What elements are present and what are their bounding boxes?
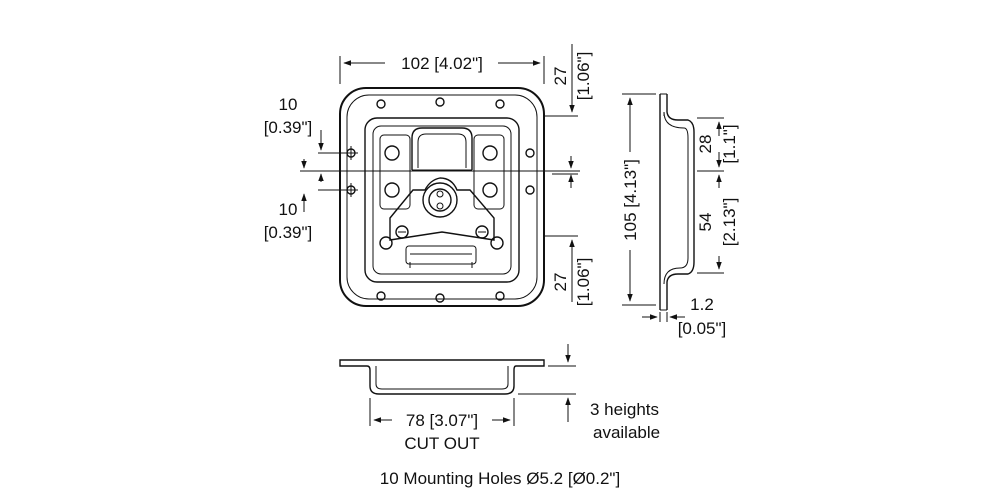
side-view: 105 [4.13"] 28 [1.1"] 54 [2.13"] 1.2 [0.… [621, 93, 739, 338]
top-offset-in: [1.06"] [574, 52, 593, 101]
side-profile [659, 94, 695, 310]
heights-note-line2: available [593, 423, 660, 442]
flange-inner-edge [346, 94, 538, 300]
bottom-offset-in: [1.06"] [574, 258, 593, 307]
top-offset-mm: 27 [551, 67, 570, 86]
hole-lower-mm: 10 [279, 200, 298, 219]
thickness-in: [0.05"] [678, 319, 727, 338]
width-dimension: 102 [4.02"] [401, 54, 483, 73]
mounting-holes-note: 10 Mounting Holes Ø5.2 [Ø0.2"] [380, 469, 620, 488]
bottom-view: 78 [3.07"] CUT OUT 3 heights available [339, 344, 660, 453]
bottom-profile [339, 359, 545, 395]
hole-upper-in: [0.39"] [264, 118, 313, 137]
handle-boss [422, 182, 458, 218]
side-upper-mm: 28 [696, 135, 715, 154]
mounting-hole [495, 99, 505, 109]
side-lower-mm: 54 [696, 213, 715, 232]
cutout-label: CUT OUT [404, 434, 479, 453]
side-upper-in: [1.1"] [720, 124, 739, 163]
side-height-dimension: 105 [4.13"] [621, 159, 640, 241]
mounting-hole [376, 291, 386, 301]
latch-mechanism [379, 127, 505, 268]
thickness-mm: 1.2 [690, 295, 714, 314]
heights-note-line1: 3 heights [590, 400, 659, 419]
mounting-hole [376, 99, 386, 109]
outer-flange [339, 87, 545, 307]
front-view: 102 [4.02"] 27 [1.06"] 27 [1.06"] 10 [0.… [264, 44, 593, 307]
hole-upper-mm: 10 [279, 95, 298, 114]
mounting-hole [435, 293, 445, 303]
dish-outline [364, 117, 520, 283]
mounting-hole [525, 185, 535, 195]
mounting-holes [344, 97, 535, 303]
hole-lower-in: [0.39"] [264, 223, 313, 242]
cutout-dimension: 78 [3.07"] [406, 411, 478, 430]
side-lower-in: [2.13"] [720, 198, 739, 247]
dish-inner [372, 125, 512, 275]
mounting-hole [495, 291, 505, 301]
bottom-offset-mm: 27 [551, 273, 570, 292]
mounting-hole [525, 148, 535, 158]
mounting-hole [435, 97, 445, 107]
